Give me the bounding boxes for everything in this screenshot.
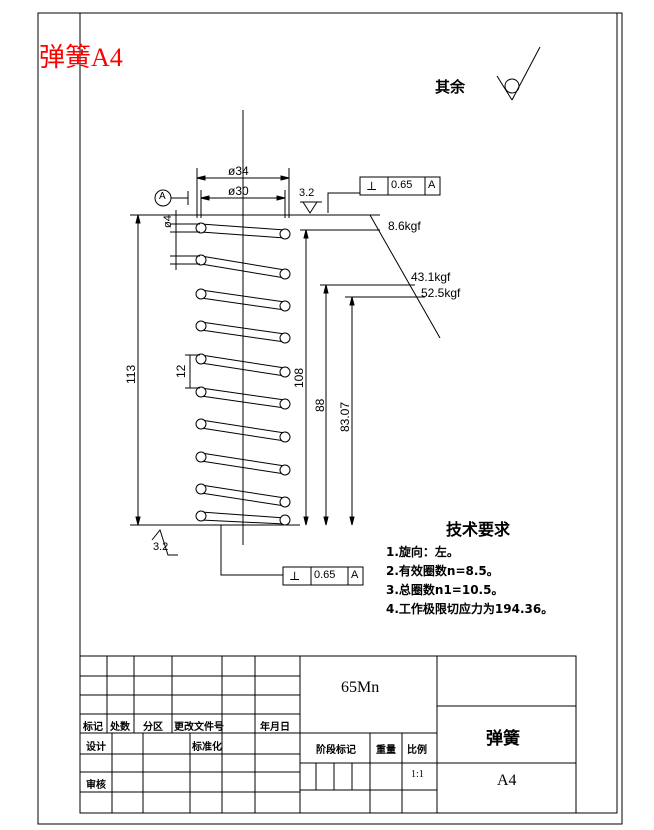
tech-item-2: 2.有效圈数n=8.5。 — [386, 564, 499, 578]
tech-item-1: 1.旋向：左。 — [386, 545, 459, 559]
load-label-3: 52.5kgf — [421, 286, 461, 300]
tb-mark-label: 标记 — [83, 722, 103, 733]
material: 65Mn — [341, 679, 380, 696]
tb-std-label: 标准化 — [192, 742, 222, 753]
mid-diameter-label: ø30 — [228, 184, 249, 198]
spring-coils — [195, 222, 291, 526]
tech-item-4: 4.工作极限切应力为194.36。 — [386, 602, 554, 616]
datum-label: A — [159, 191, 166, 202]
tech-title: 技术要求 — [446, 520, 511, 539]
roughness-note: 其余 — [435, 78, 466, 96]
outer-diameter-label: ø34 — [228, 164, 249, 178]
tb-doc-label: 更改文件号 — [174, 722, 224, 733]
part-name: 弹簧 — [486, 729, 520, 749]
tolerance-bottom-value: 0.65 — [314, 569, 336, 581]
tb-design-label: 设计 — [86, 742, 106, 753]
tolerance-bottom-datum: A — [351, 569, 359, 581]
tb-review-label: 审核 — [86, 780, 106, 791]
tb-stage-label: 阶段标记 — [316, 745, 356, 756]
tolerance-top-symbol: ⊥ — [366, 179, 378, 193]
load-label-2: 43.1kgf — [411, 270, 451, 284]
tb-count-label: 处数 — [110, 722, 130, 733]
tb-scale-label: 比例 — [407, 745, 427, 756]
load-label-1: 8.6kgf — [388, 219, 421, 233]
tb-date-label: 年月日 — [260, 722, 290, 733]
sheet-size: A4 — [497, 772, 517, 789]
roughness-bottom-label: 3.2 — [153, 541, 169, 553]
tolerance-top-value: 0.65 — [391, 179, 413, 191]
tech-item-3: 3.总圈数n1=10.5。 — [386, 583, 504, 597]
tolerance-top-datum: A — [428, 179, 436, 191]
tb-zone-label: 分区 — [143, 722, 163, 733]
sheet-label: 弹簧A4 — [39, 43, 123, 72]
tb-scale-value: 1:1 — [411, 769, 424, 780]
tolerance-bottom-symbol: ⊥ — [289, 569, 301, 583]
tb-weight-label: 重量 — [376, 745, 396, 756]
roughness-top-label: 3.2 — [299, 187, 315, 199]
roughness-symbol — [496, 46, 541, 101]
